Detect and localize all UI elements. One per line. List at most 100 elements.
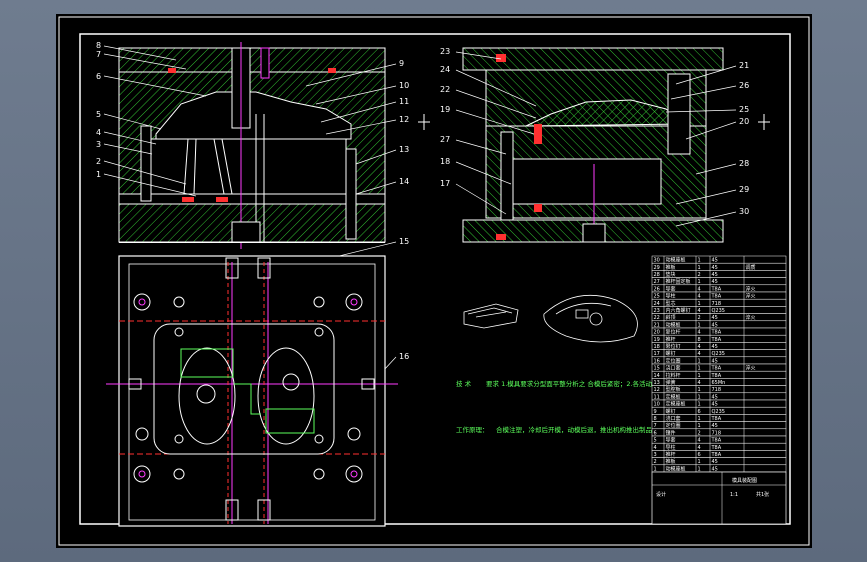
table-cell: 45: [712, 466, 718, 472]
part-label-19: 19: [440, 105, 450, 114]
table-cell: 45: [712, 423, 718, 429]
part-label-15: 15: [399, 237, 409, 246]
table-cell: 4: [698, 351, 701, 357]
table-row: 7 定位圈 1 45: [651, 421, 787, 429]
table-cell: 1: [698, 423, 701, 429]
table-cell: 浇口套: [666, 415, 681, 422]
table-cell: 65Mn: [712, 380, 726, 386]
part-label-10: 10: [399, 81, 409, 90]
table-cell: 45: [712, 265, 718, 271]
table-cell: 动模座板: [666, 257, 686, 264]
table-cell: 定位圈: [666, 357, 681, 364]
table-cell: 5: [654, 438, 657, 444]
table-cell: 导柱: [666, 444, 676, 451]
table-cell: 45: [712, 322, 718, 328]
table-cell: 2: [698, 315, 701, 321]
left-label-group: 8 7 6 5 4 3 2 1 9 10 11 12 13 14 15 16: [96, 41, 409, 361]
table-cell: 2: [654, 459, 657, 465]
table-cell: 45: [712, 315, 718, 321]
table-cell: 1: [698, 394, 701, 400]
part-label-6: 6: [96, 72, 101, 81]
table-cell: 4: [698, 308, 701, 314]
table-cell: 垫块: [666, 271, 676, 278]
table-cell: T8A: [711, 330, 722, 336]
table-cell: 19: [654, 337, 660, 343]
table-cell: 45: [712, 459, 718, 465]
table-cell: 斜顶: [666, 314, 676, 321]
section-marks: [418, 114, 770, 130]
cad-viewport[interactable]: 8 7 6 5 4 3 2 1 9 10 11 12 13 14 15 16: [56, 14, 812, 548]
table-cell: Q235: [712, 351, 725, 357]
table-cell: 复位杆: [666, 329, 681, 336]
part-label-28: 28: [739, 159, 749, 168]
table-cell: 4: [698, 286, 701, 292]
table-cell: 1: [698, 366, 701, 372]
table-cell: Q235: [712, 409, 725, 415]
part-label-29: 29: [739, 185, 749, 194]
table-cell: 定位圈: [666, 422, 681, 429]
table-cell: 导套: [666, 285, 676, 292]
table-cell: T8A: [711, 445, 722, 451]
table-cell: 14: [654, 373, 660, 379]
table-cell: 拉料杆: [666, 372, 681, 379]
table-cell: 21: [654, 322, 660, 328]
part-label-22: 22: [440, 85, 450, 94]
title-block-scale: 1:1: [730, 492, 738, 498]
part-label-4: 4: [96, 128, 101, 137]
table-cell: 6: [698, 409, 701, 415]
part-label-24: 24: [440, 65, 450, 74]
table-cell: 4: [698, 445, 701, 451]
table-cell: 29: [654, 265, 660, 271]
outer-frame: [58, 16, 810, 546]
plan-view: [106, 255, 398, 527]
table-cell: 1: [698, 402, 701, 408]
table-cell: 4: [698, 330, 701, 336]
part-sketch-iso: [543, 294, 638, 343]
table-cell: 推板: [666, 264, 676, 271]
table-cell: Q235: [712, 308, 725, 314]
table-cell: 4: [698, 438, 701, 444]
table-cell: 推板: [666, 458, 676, 465]
table-cell: 推杆固定板: [666, 278, 691, 285]
table-cell: 1: [698, 358, 701, 364]
part-label-7: 7: [96, 50, 101, 59]
table-cell: 6: [654, 430, 657, 436]
part-label-17: 17: [440, 179, 450, 188]
table-cell: 718: [712, 430, 722, 436]
table-cell: T8A: [711, 438, 722, 444]
table-cell: T8A: [711, 294, 722, 300]
table-cell: 28: [654, 272, 660, 278]
table-cell: 7: [654, 423, 657, 429]
table-cell: 45: [712, 358, 718, 364]
right-label-group: 23 24 22 19 27 18 17 21 26 25 20 28 29 3…: [440, 47, 749, 216]
title-block-drawing-name: 模具装配图: [732, 477, 757, 484]
table-cell: 718: [712, 387, 722, 393]
title-block-sheet: 共1张: [756, 491, 769, 498]
table-cell: 8: [698, 337, 701, 343]
part-label-1: 1: [96, 170, 101, 179]
table-cell: 8: [654, 416, 657, 422]
left-section-view: [118, 42, 386, 249]
part-label-25: 25: [739, 105, 749, 114]
table-cell: 26: [654, 286, 660, 292]
table-cell: 调质: [746, 264, 756, 271]
right-section-view: [462, 47, 724, 243]
table-cell: 17: [654, 351, 660, 357]
table-cell: 45: [712, 394, 718, 400]
table-cell: 动模座板: [666, 465, 686, 472]
